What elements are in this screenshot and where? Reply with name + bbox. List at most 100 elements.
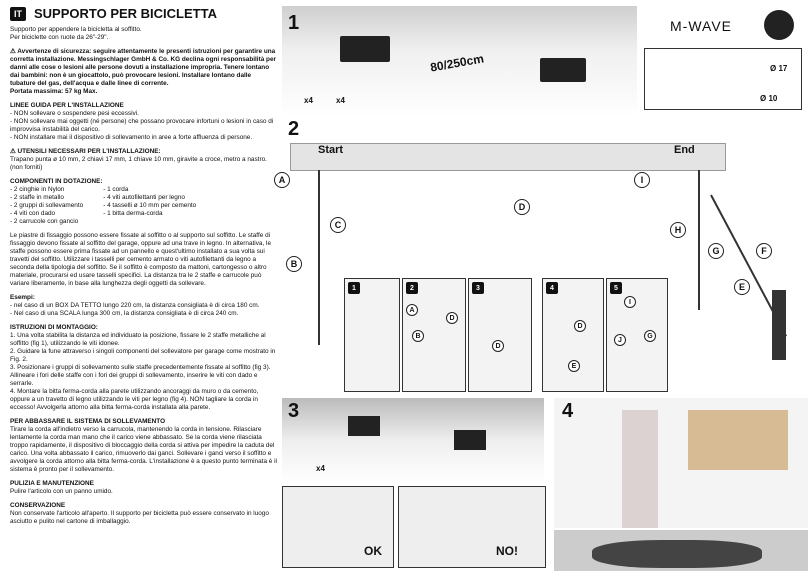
detail-panel-1 (344, 278, 400, 392)
example-item: - Nel caso di una SCALA lunga 300 cm, la… (10, 310, 239, 317)
components-col-1: - 2 cinghie in Nylon - 2 staffe in metal… (10, 186, 83, 226)
ceiling-beam (290, 143, 726, 171)
list-item: - 2 gruppi di sollevamento (10, 202, 84, 209)
list-item: - 4 viti autofilettanti per legno (103, 194, 185, 201)
components-col-2: - 1 corda - 4 viti autofilettanti per le… (103, 186, 196, 226)
instructions-column: IT SUPPORTO PER BICICLETTA Supporto per … (0, 0, 278, 571)
figures-column: 1 80/250cm x4 x4 M-WAVE Ø 17 Ø 10 2 Star… (274, 0, 808, 571)
list-item: - 1 bitta derma-corda (103, 210, 163, 217)
warning-icon: ⚠ (10, 48, 18, 55)
example-item: - nel caso di un BOX DA TETTO lungo 220 … (10, 302, 260, 309)
language-badge: IT (10, 6, 26, 21)
step-number-4: 4 (562, 400, 574, 422)
callout-i: I (624, 296, 636, 308)
callout-a: A (274, 172, 290, 188)
step-number-3: 3 (288, 400, 300, 422)
guide-item: - NON sollevare o sospendere pesi eccess… (10, 110, 139, 117)
callout-g: G (708, 243, 724, 259)
assembly-step: 1. Una volta stabilita la distanza ed in… (10, 332, 266, 347)
assembly-step: 3. Posizionare i gruppi di sollevamento … (10, 364, 271, 387)
callout-d: D (574, 320, 586, 332)
wood-beam (688, 410, 788, 470)
step-number-2: 2 (288, 118, 300, 140)
callout-f: F (756, 243, 772, 259)
ok-panel (282, 486, 394, 568)
list-item: - 4 tasselli ø 10 mm per cemento (103, 202, 197, 209)
warning-icon: ⚠ (10, 148, 18, 155)
callout-c: C (330, 217, 346, 233)
ok-label: OK (364, 544, 382, 558)
callout-j: J (614, 334, 626, 346)
tools-figure (644, 48, 802, 110)
care-text: Pulire l'articolo con un panno umido. (10, 488, 113, 495)
wall-cleat (772, 290, 786, 360)
bracket-image (540, 58, 586, 82)
tools-heading: ⚠ UTENSILI NECESSARI PER L'INSTALLAZIONE… (10, 148, 278, 156)
intro-line: Supporto per appendere la bicicletta al … (10, 26, 142, 33)
detail-number: 3 (472, 282, 484, 294)
lift-unit (348, 416, 380, 436)
safety-warning: ⚠ Avvertenze di sicurezza: seguire atten… (10, 48, 278, 96)
quantity-label: x4 (304, 96, 313, 105)
callout-d: D (492, 340, 504, 352)
callout-e: E (568, 360, 580, 372)
quantity-label: x4 (316, 464, 325, 473)
detail-number: 4 (546, 282, 558, 294)
wall-anchor (622, 410, 658, 528)
tool-size: Ø 17 (770, 64, 788, 73)
care-heading: PULIZIA E MANUTENZIONE (10, 480, 94, 487)
assembly-step: 4. Montare la bitta ferma-corda alla par… (10, 388, 259, 411)
examples-heading: Esempi: (10, 294, 35, 301)
list-item: - 2 carrucole con gancio (10, 218, 79, 225)
brand-logo: M-WAVE (670, 18, 732, 34)
list-item: - 2 cinghie in Nylon (10, 186, 65, 193)
tools-text: Trapano punta ø 10 mm, 2 chiavi 17 mm, 1… (10, 156, 267, 171)
callout-i: I (634, 172, 650, 188)
header: IT SUPPORTO PER BICICLETTA (10, 6, 278, 21)
intro-line: Per biciclette con ruote da 26"-29". (10, 34, 109, 41)
detail-number: 5 (610, 282, 622, 294)
callout-e: E (734, 279, 750, 295)
rope-line (698, 170, 700, 310)
lift-unit (454, 430, 486, 450)
body-text: Le piastre di fissaggio possono essere f… (10, 232, 272, 287)
max-load: Portata massima: 57 kg Max. (10, 88, 98, 95)
tool-size: Ø 10 (760, 94, 778, 103)
warning-text: Avvertenze di sicurezza: seguire attenta… (10, 48, 276, 87)
callout-a: A (406, 304, 418, 316)
page-title: SUPPORTO PER BICICLETTA (34, 6, 217, 21)
roof-box (592, 540, 762, 568)
guide-item: - NON installare mai il dispositivo di s… (10, 134, 253, 141)
detail-number: 1 (348, 282, 360, 294)
assembly-heading: ISTRUZIONI DI MONTAGGIO: (10, 324, 98, 331)
list-item: - 4 viti con dado (10, 210, 56, 217)
components-heading: COMPONENTI IN DOTAZIONE: (10, 178, 103, 185)
list-item: - 2 staffe in metallo (10, 194, 64, 201)
callout-b: B (286, 256, 302, 272)
detail-number: 2 (406, 282, 418, 294)
callout-d: D (446, 312, 458, 324)
detail-panel-3 (468, 278, 532, 392)
guide-heading: LINEE GUIDA PER L'INSTALLAZIONE (10, 102, 124, 109)
lower-text: Tirare la corda all'indietro verso la ca… (10, 426, 277, 473)
figure-3 (282, 398, 544, 482)
no-label: NO! (496, 544, 518, 558)
detail-panel-4 (542, 278, 604, 392)
tools-title: UTENSILI NECESSARI PER L'INSTALLAZIONE: (17, 148, 161, 155)
components-list: - 2 cinghie in Nylon - 2 staffe in metal… (10, 186, 278, 226)
callout-g: G (644, 330, 656, 342)
list-item: - 1 corda (103, 186, 129, 193)
callout-b: B (412, 330, 424, 342)
quantity-label: x4 (336, 96, 345, 105)
callout-h: H (670, 222, 686, 238)
storage-text: Non conservate l'articolo all'aperto. Il… (10, 510, 269, 525)
bracket-image (340, 36, 390, 62)
storage-heading: CONSERVAZIONE (10, 502, 66, 509)
rope-line (318, 170, 320, 345)
detail-panel-5 (606, 278, 668, 392)
assembly-step: 2. Guidare la fune attraverso i singoli … (10, 348, 276, 363)
end-label: End (674, 144, 695, 156)
brand-icon (764, 10, 794, 40)
step-number-1: 1 (288, 12, 300, 34)
no-panel (398, 486, 546, 568)
